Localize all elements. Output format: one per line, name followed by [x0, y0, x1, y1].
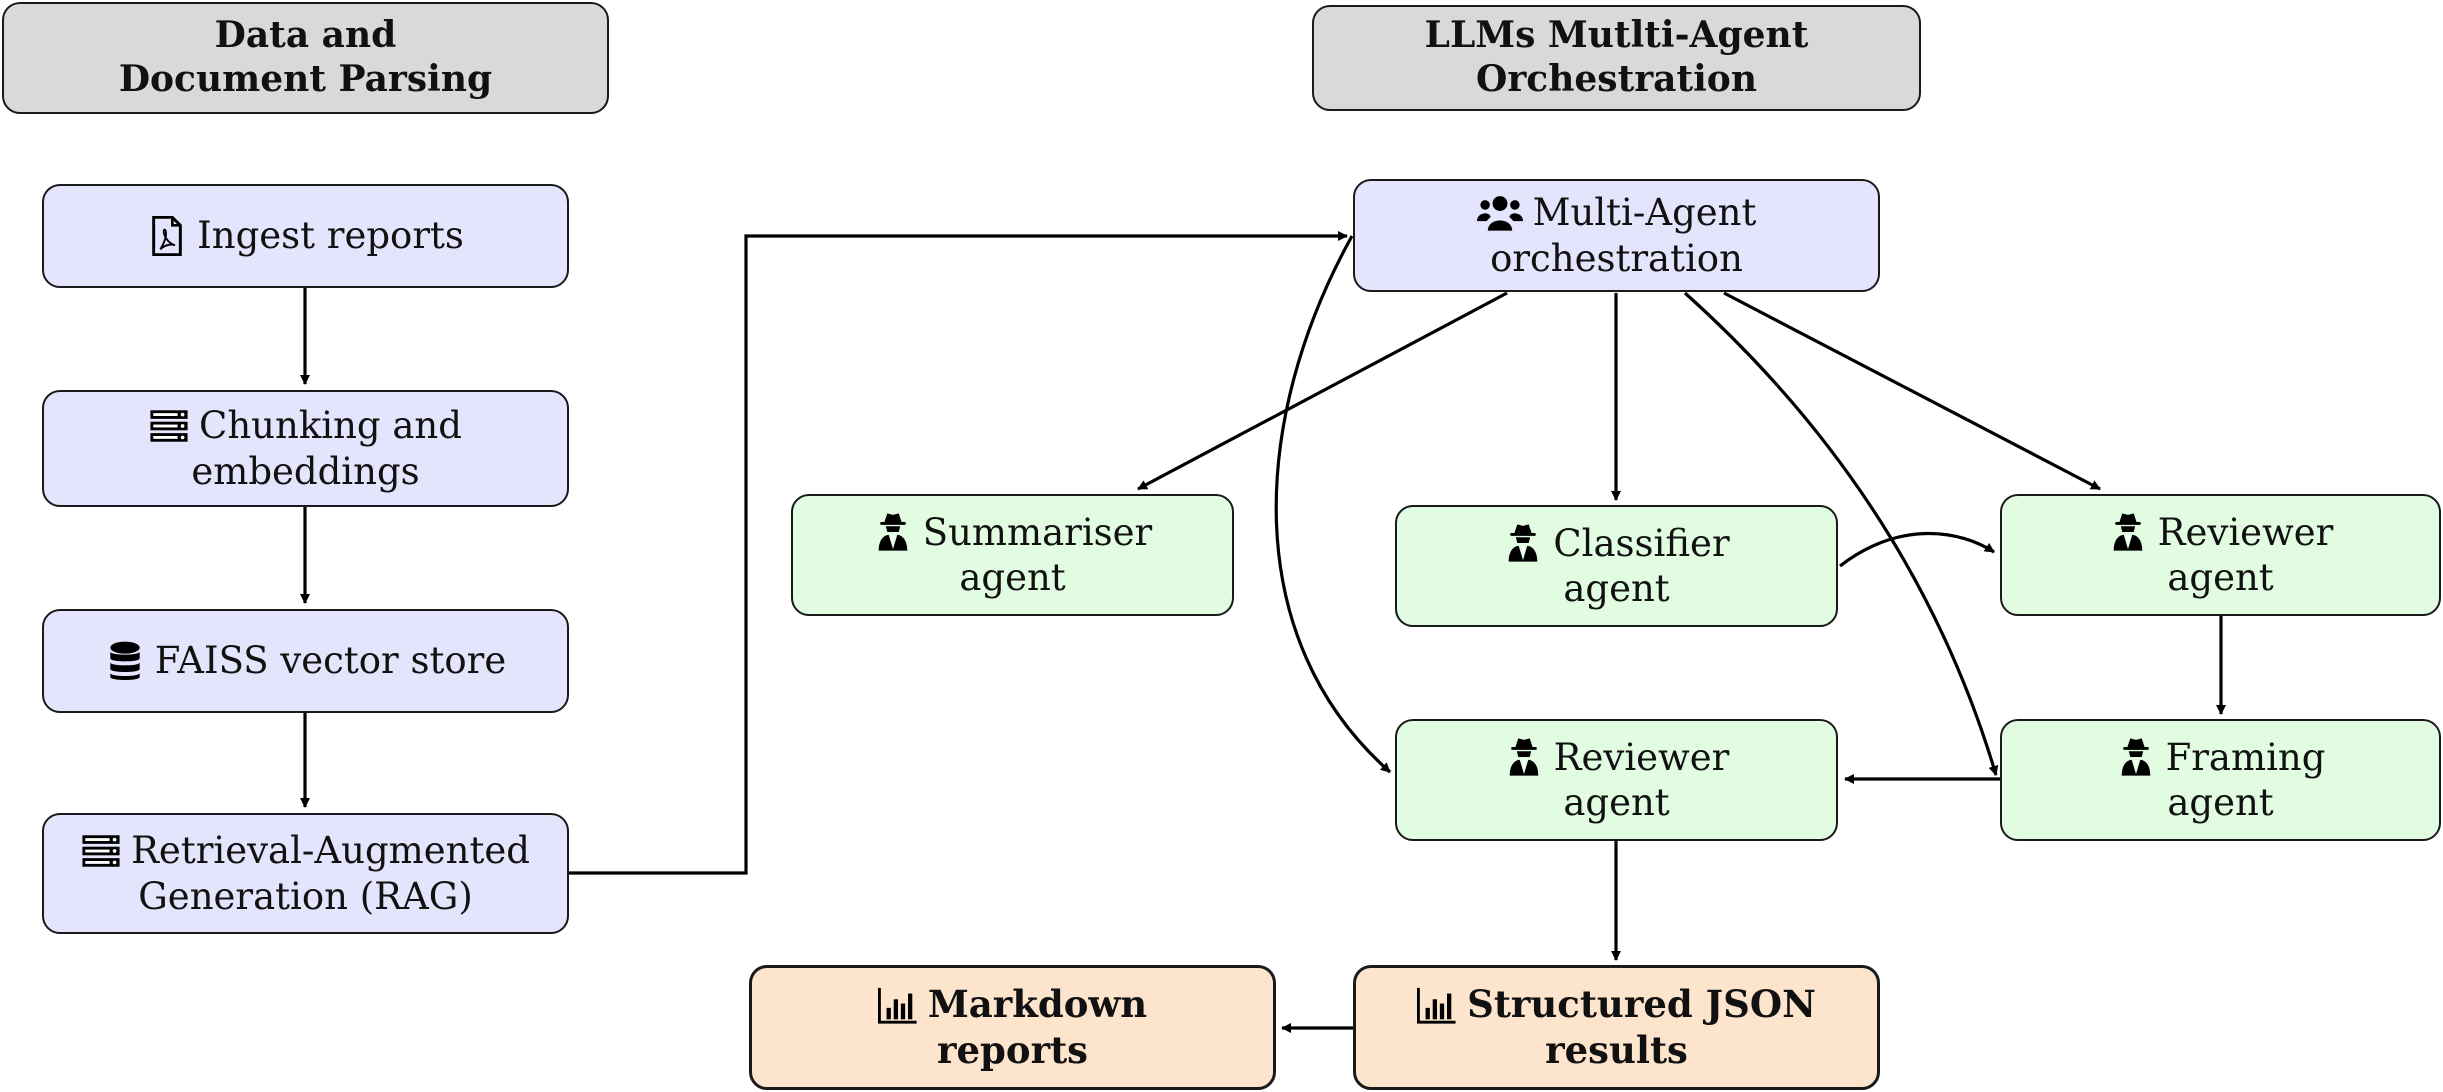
- node-chunking-embeddings[interactable]: Chunking and embeddings: [42, 390, 569, 507]
- users-icon: [1476, 193, 1523, 233]
- node-label-line-2: results: [1545, 1027, 1688, 1072]
- node-label-line-1: Reviewer: [1553, 735, 1730, 779]
- node-label-line-1: Framing: [2165, 735, 2326, 779]
- node-label-line-1: Markdown: [927, 982, 1148, 1027]
- user-secret-icon: [2116, 737, 2156, 777]
- node-label-line-1: Summariser: [922, 510, 1153, 554]
- edge-classifier-to-reviewer-top: [1839, 531, 1995, 568]
- header-line-1: LLMs Mutlti-Agent: [1424, 14, 1809, 57]
- node-markdown-reports[interactable]: Markdown reports: [749, 965, 1276, 1090]
- server-icon: [81, 831, 121, 871]
- node-label-line-1: Multi-Agent: [1532, 191, 1757, 235]
- node-label-line-2: agent: [959, 556, 1066, 599]
- user-secret-icon: [1504, 737, 1544, 777]
- header-line-2: Orchestration: [1475, 58, 1757, 100]
- node-label-line-2: reports: [937, 1027, 1088, 1072]
- node-label-line-2: agent: [1563, 781, 1670, 824]
- server-icon: [149, 406, 189, 446]
- section-header-multi-agent: LLMs Mutlti-Agent Orchestration: [1312, 5, 1921, 111]
- node-faiss-vector-store[interactable]: FAISS vector store: [42, 609, 569, 713]
- node-label-line-2: agent: [1563, 567, 1670, 610]
- node-label-line-2: Generation (RAG): [138, 874, 473, 918]
- node-label-line-1: Classifier: [1553, 521, 1730, 565]
- user-secret-icon: [2108, 512, 2148, 552]
- node-reviewer-agent-mid[interactable]: Reviewer agent: [1395, 719, 1838, 841]
- database-icon: [105, 641, 145, 681]
- node-label-line-1: Reviewer: [2157, 510, 2334, 554]
- node-label-line-1: Chunking and: [199, 404, 462, 448]
- node-label: FAISS vector store: [154, 639, 507, 683]
- node-label-line-2: embeddings: [191, 449, 420, 493]
- user-secret-icon: [1503, 523, 1543, 563]
- bar-chart-icon: [1417, 985, 1457, 1025]
- header-line-2: Document Parsing: [118, 58, 493, 100]
- header-line-1: Data and: [214, 14, 397, 57]
- edge-orchestration-to-reviewer-mid: [1274, 235, 1392, 774]
- node-ingest-reports[interactable]: Ingest reports: [42, 184, 569, 288]
- edge-orchestration-to-reviewer-top: [1723, 291, 2101, 491]
- node-label-line-2: orchestration: [1490, 236, 1743, 280]
- node-structured-json-results[interactable]: Structured JSON results: [1353, 965, 1880, 1090]
- node-label-line-2: agent: [2167, 781, 2274, 824]
- node-reviewer-agent-top[interactable]: Reviewer agent: [2000, 494, 2441, 616]
- node-label-line-1: Retrieval-Augmented: [131, 829, 530, 873]
- node-label-line-1: Structured JSON: [1467, 982, 1816, 1027]
- section-header-data-parsing: Data and Document Parsing: [2, 2, 609, 114]
- user-secret-icon: [873, 512, 913, 552]
- node-multi-agent-orchestration[interactable]: Multi-Agent orchestration: [1353, 179, 1880, 292]
- node-classifier-agent[interactable]: Classifier agent: [1395, 505, 1838, 627]
- node-label: Ingest reports: [197, 214, 464, 258]
- edge-orchestration-to-summariser: [1137, 291, 1508, 491]
- node-label-line-2: agent: [2167, 556, 2274, 599]
- node-summariser-agent[interactable]: Summariser agent: [791, 494, 1234, 616]
- node-rag[interactable]: Retrieval-Augmented Generation (RAG): [42, 813, 569, 934]
- node-framing-agent[interactable]: Framing agent: [2000, 719, 2441, 841]
- pdf-file-icon: [147, 216, 187, 256]
- bar-chart-icon: [877, 985, 918, 1025]
